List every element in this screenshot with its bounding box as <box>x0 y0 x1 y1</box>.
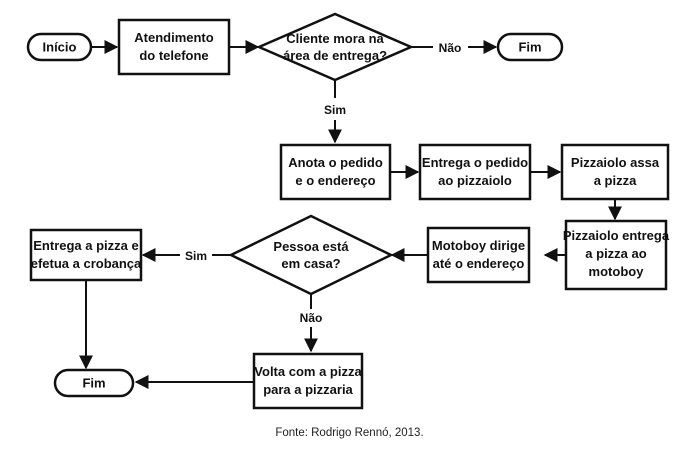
node-inicio-label: Início <box>43 40 77 55</box>
node-motoboy: Motoboy dirige até o endereço <box>426 226 531 284</box>
node-anota-line-1: Anota o pedido <box>288 155 383 170</box>
decision-em-casa: Pessoa está em casa? <box>228 214 394 296</box>
node-atendimento-line-1: Atendimento <box>134 30 214 45</box>
label-area-sim: Sim <box>324 103 346 117</box>
node-entrega-pizzaiolo: Entrega o pedido ao pizzaiolo <box>418 143 532 201</box>
node-pizzaiolo-entrega-line-2: a pizza ao <box>585 246 646 261</box>
decision-area-line-2: área de entrega? <box>283 48 387 63</box>
edges <box>79 40 622 389</box>
decision-area-line-1: Cliente mora na <box>286 31 384 46</box>
node-atendimento-line-2: do telefone <box>139 48 208 63</box>
node-entrega-cliente-line-1: Entrega a pizza e <box>33 238 138 253</box>
node-atendimento: Atendimento do telefone <box>117 18 231 76</box>
node-pizzaiolo-entrega-line-1: Pizzaiolo entrega <box>563 228 670 243</box>
node-pizzaiolo-entrega-line-3: motoboy <box>589 264 645 279</box>
figure-caption: Fonte: Rodrigo Rennó, 2013. <box>275 427 424 439</box>
label-casa-sim: Sim <box>185 249 207 263</box>
label-area-nao: Não <box>439 41 462 55</box>
node-anota-line-2: e o endereço <box>295 173 375 188</box>
node-pizzaiolo-assa: Pizzaiolo assa a pizza <box>560 143 670 201</box>
node-fim-top-label: Fim <box>518 40 541 55</box>
decision-casa-line-1: Pessoa está <box>273 239 349 254</box>
node-motoboy-line-2: até o endereço <box>433 256 525 271</box>
node-inicio: Início <box>26 32 93 62</box>
node-motoboy-line-1: Motoboy dirige <box>432 238 525 253</box>
node-assa-line-1: Pizzaiolo assa <box>571 155 660 170</box>
label-casa-nao: Não <box>300 311 323 325</box>
node-fim-top: Fim <box>496 32 564 62</box>
decision-area-entrega: Cliente mora na área de entrega? <box>255 12 415 82</box>
node-pizzaiolo-entrega: Pizzaiolo entrega a pizza ao motoboy <box>563 219 670 291</box>
node-volta-line-1: Volta com a pizza <box>254 364 362 379</box>
node-entrega-cliente-line-2: efetua a crobança <box>31 256 142 271</box>
node-assa-line-2: a pizza <box>594 173 637 188</box>
node-volta-pizzaria: Volta com a pizza para a pizzaria <box>252 352 364 410</box>
node-fim-bottom: Fim <box>53 368 135 398</box>
node-fim-bottom-label: Fim <box>82 376 105 391</box>
node-anota-pedido: Anota o pedido e o endereço <box>279 143 392 201</box>
node-entrega-cliente: Entrega a pizza e efetua a crobança <box>29 228 143 282</box>
node-entrega-pizzaiolo-line-2: ao pizzaiolo <box>438 173 512 188</box>
node-volta-line-2: para a pizzaria <box>263 382 353 397</box>
decision-casa-line-2: em casa? <box>281 256 340 271</box>
node-entrega-pizzaiolo-line-1: Entrega o pedido <box>422 155 528 170</box>
